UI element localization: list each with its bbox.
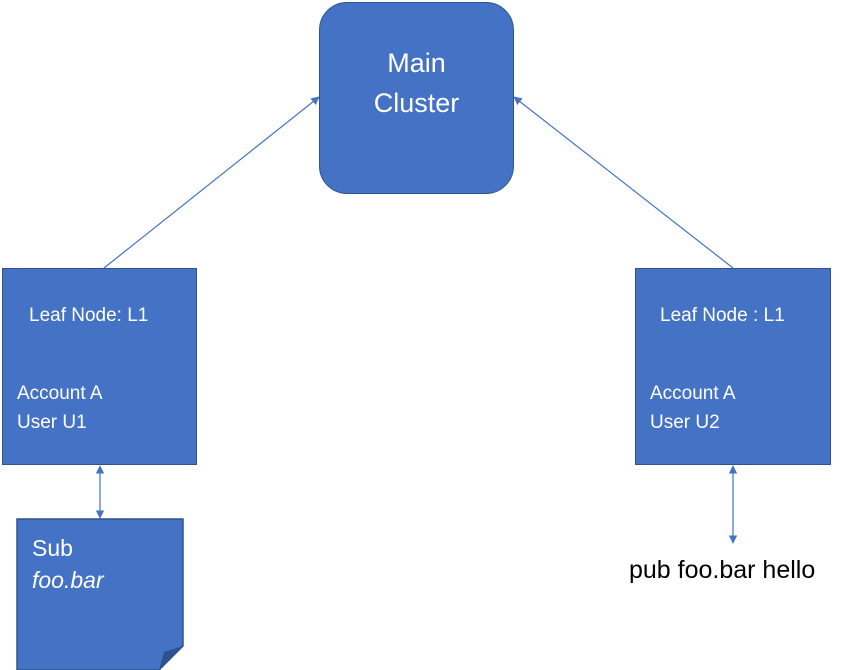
leaf-node-right: Leaf Node : L1 Account A User U2 xyxy=(635,268,831,465)
leaf-node-left-user: User U1 xyxy=(17,412,87,433)
main-cluster-node: Main Cluster xyxy=(319,2,514,194)
subscription-document: Sub foo.bar xyxy=(16,518,184,670)
arrow-leaf-right-to-main xyxy=(513,96,734,269)
leaf-node-right-account: Account A xyxy=(650,383,736,404)
publish-command: pub foo.bar hello xyxy=(629,556,816,584)
leaf-node-left: Leaf Node: L1 Account A User U1 xyxy=(2,268,197,465)
leaf-node-right-user: User U2 xyxy=(650,412,720,433)
leaf-node-right-title: Leaf Node : L1 xyxy=(660,305,785,326)
subscription-label: Sub xyxy=(32,535,73,561)
leaf-node-left-title: Leaf Node: L1 xyxy=(29,305,149,326)
main-cluster-label-line1: Main xyxy=(387,48,446,78)
subscription-subject: foo.bar xyxy=(32,567,104,593)
arrow-leaf-left-to-main xyxy=(103,96,320,269)
main-cluster-label-line2: Cluster xyxy=(373,88,460,118)
leaf-node-left-account: Account A xyxy=(17,383,103,404)
document-shape xyxy=(16,518,184,670)
